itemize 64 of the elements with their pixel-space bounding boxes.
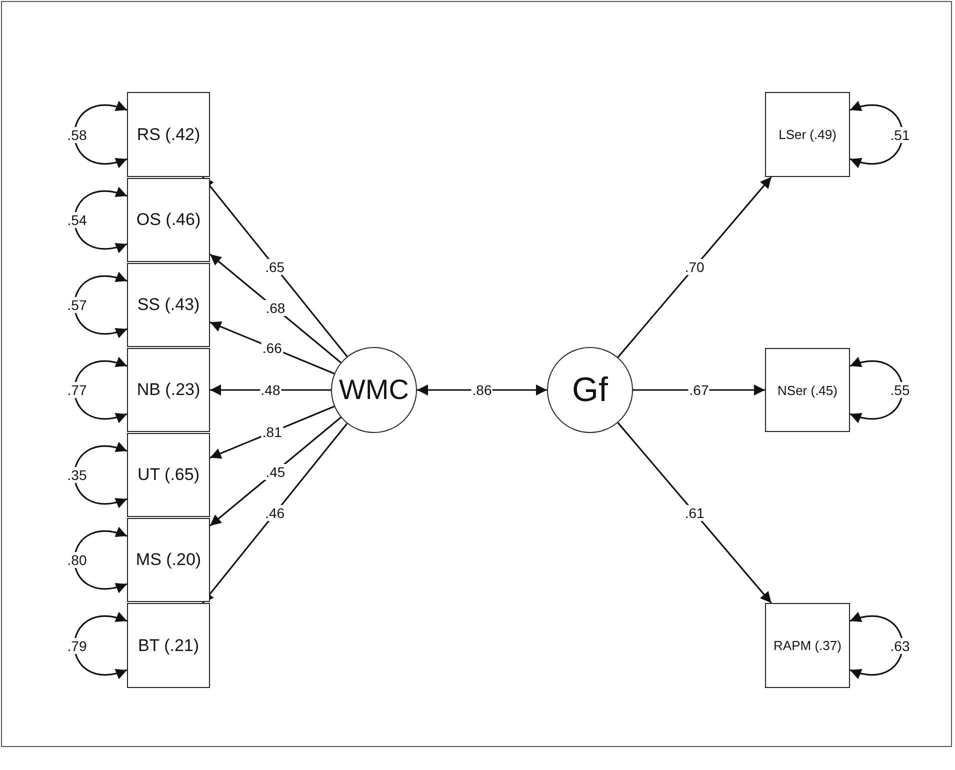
edge-label: .45: [264, 464, 286, 480]
path-arrow: [210, 321, 335, 374]
variable-label: RAPM (.37): [774, 638, 842, 653]
path-arrow: [210, 384, 331, 396]
path-arrow: [617, 176, 772, 358]
edge-label: .54: [66, 212, 88, 228]
observed-variable-box: [127, 603, 210, 688]
residual-loop-arrow: [74, 358, 128, 422]
path-arrow: [617, 422, 772, 604]
variable-label: MS (.20): [136, 550, 202, 570]
residual-loop-arrow: [74, 272, 128, 338]
path-arrow: [202, 423, 348, 604]
observed-variable-box: [127, 348, 210, 432]
edge-label: .79: [66, 638, 88, 654]
observed-variable-box: [127, 433, 210, 517]
observed-variable-box: [765, 603, 850, 688]
residual-loop-arrow: [850, 358, 904, 422]
variable-label: SS (.43): [137, 295, 200, 315]
residual-loop-arrow: [74, 528, 128, 592]
edge-label: .63: [889, 638, 911, 654]
edge-label: .66: [261, 340, 283, 356]
variable-label: LSer (.49): [778, 127, 836, 142]
edge-label: .46: [264, 505, 286, 522]
residual-loop-arrow: [850, 612, 904, 678]
edge-label: .86: [471, 382, 493, 398]
path-arrow: [210, 416, 342, 526]
variable-label: Gf: [572, 370, 608, 410]
variable-label: UT (.65): [137, 465, 200, 485]
observed-variable-box: [127, 92, 210, 177]
residual-loop-arrow: [74, 612, 128, 678]
residual-loop-arrow: [74, 188, 128, 252]
edge-label: .65: [264, 258, 286, 275]
path-arrow: [210, 254, 342, 364]
edge-label: .70: [684, 259, 706, 276]
variable-label: WMC: [339, 374, 409, 406]
edge-label: .51: [889, 126, 911, 142]
edge-label: .68: [264, 300, 286, 316]
variable-label: NB (.23): [136, 380, 200, 400]
edge-label: .55: [889, 382, 911, 398]
residual-loop-arrow: [74, 102, 128, 168]
edge-label: .77: [66, 382, 88, 398]
residual-loop-arrow: [850, 102, 904, 168]
edge-label: .81: [261, 424, 283, 440]
path-arrow: [202, 176, 348, 357]
observed-variable-box: [127, 178, 210, 262]
variable-label: OS (.46): [136, 210, 201, 230]
variable-label: RS (.42): [136, 124, 200, 144]
edge-label: .58: [66, 126, 88, 142]
path-arrow: [417, 384, 547, 396]
observed-variable-box: [127, 263, 210, 347]
residual-loop-arrow: [74, 442, 128, 508]
variable-label: NSer (.45): [778, 382, 838, 398]
edge-label: .67: [688, 382, 710, 398]
edge-label: .35: [66, 467, 88, 483]
observed-variable-box: [765, 92, 850, 177]
edge-label: .48: [260, 382, 282, 398]
variable-label: BT (.21): [138, 636, 200, 656]
path-arrow: [633, 384, 765, 396]
observed-variable-box: [765, 348, 850, 432]
path-arrow: [210, 406, 335, 459]
edge-label: .80: [66, 552, 88, 568]
observed-variable-box: [127, 518, 210, 602]
edge-label: .57: [66, 297, 88, 313]
edge-label: .61: [684, 504, 706, 521]
